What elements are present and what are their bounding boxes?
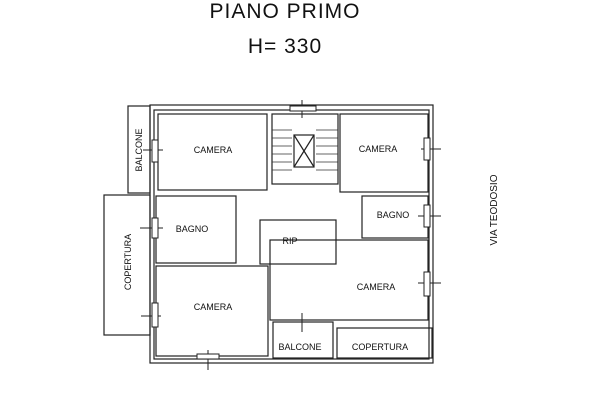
label-bagno-left: BAGNO <box>176 224 209 234</box>
elevator <box>293 134 315 168</box>
room-camera-br <box>269 239 429 321</box>
label-bagno-right: BAGNO <box>377 210 410 220</box>
balcone-bottom-area <box>272 321 334 359</box>
copertura-bottom-area <box>336 327 433 359</box>
label-balcone-left: BALCONE <box>134 128 144 171</box>
label-camera-bl: CAMERA <box>194 302 233 312</box>
label-copertura-left: COPERTURA <box>123 234 133 290</box>
street-label: VIA TEODOSIO <box>489 174 500 245</box>
plan-title: PIANO PRIMO <box>209 0 361 23</box>
label-camera-tr: CAMERA <box>359 144 398 154</box>
room-stairs <box>271 113 339 185</box>
stair-steps <box>272 129 338 171</box>
label-rip: RIP <box>282 236 297 246</box>
window-markers <box>140 100 441 370</box>
label-camera-tl: CAMERA <box>194 145 233 155</box>
copertura-left-area <box>103 194 151 336</box>
label-copertura-bottom: COPERTURA <box>352 342 408 352</box>
room-rip <box>259 219 337 265</box>
label-balcone-bottom: BALCONE <box>278 342 321 352</box>
label-camera-br: CAMERA <box>357 282 396 292</box>
height-label: H= 330 <box>247 35 323 58</box>
